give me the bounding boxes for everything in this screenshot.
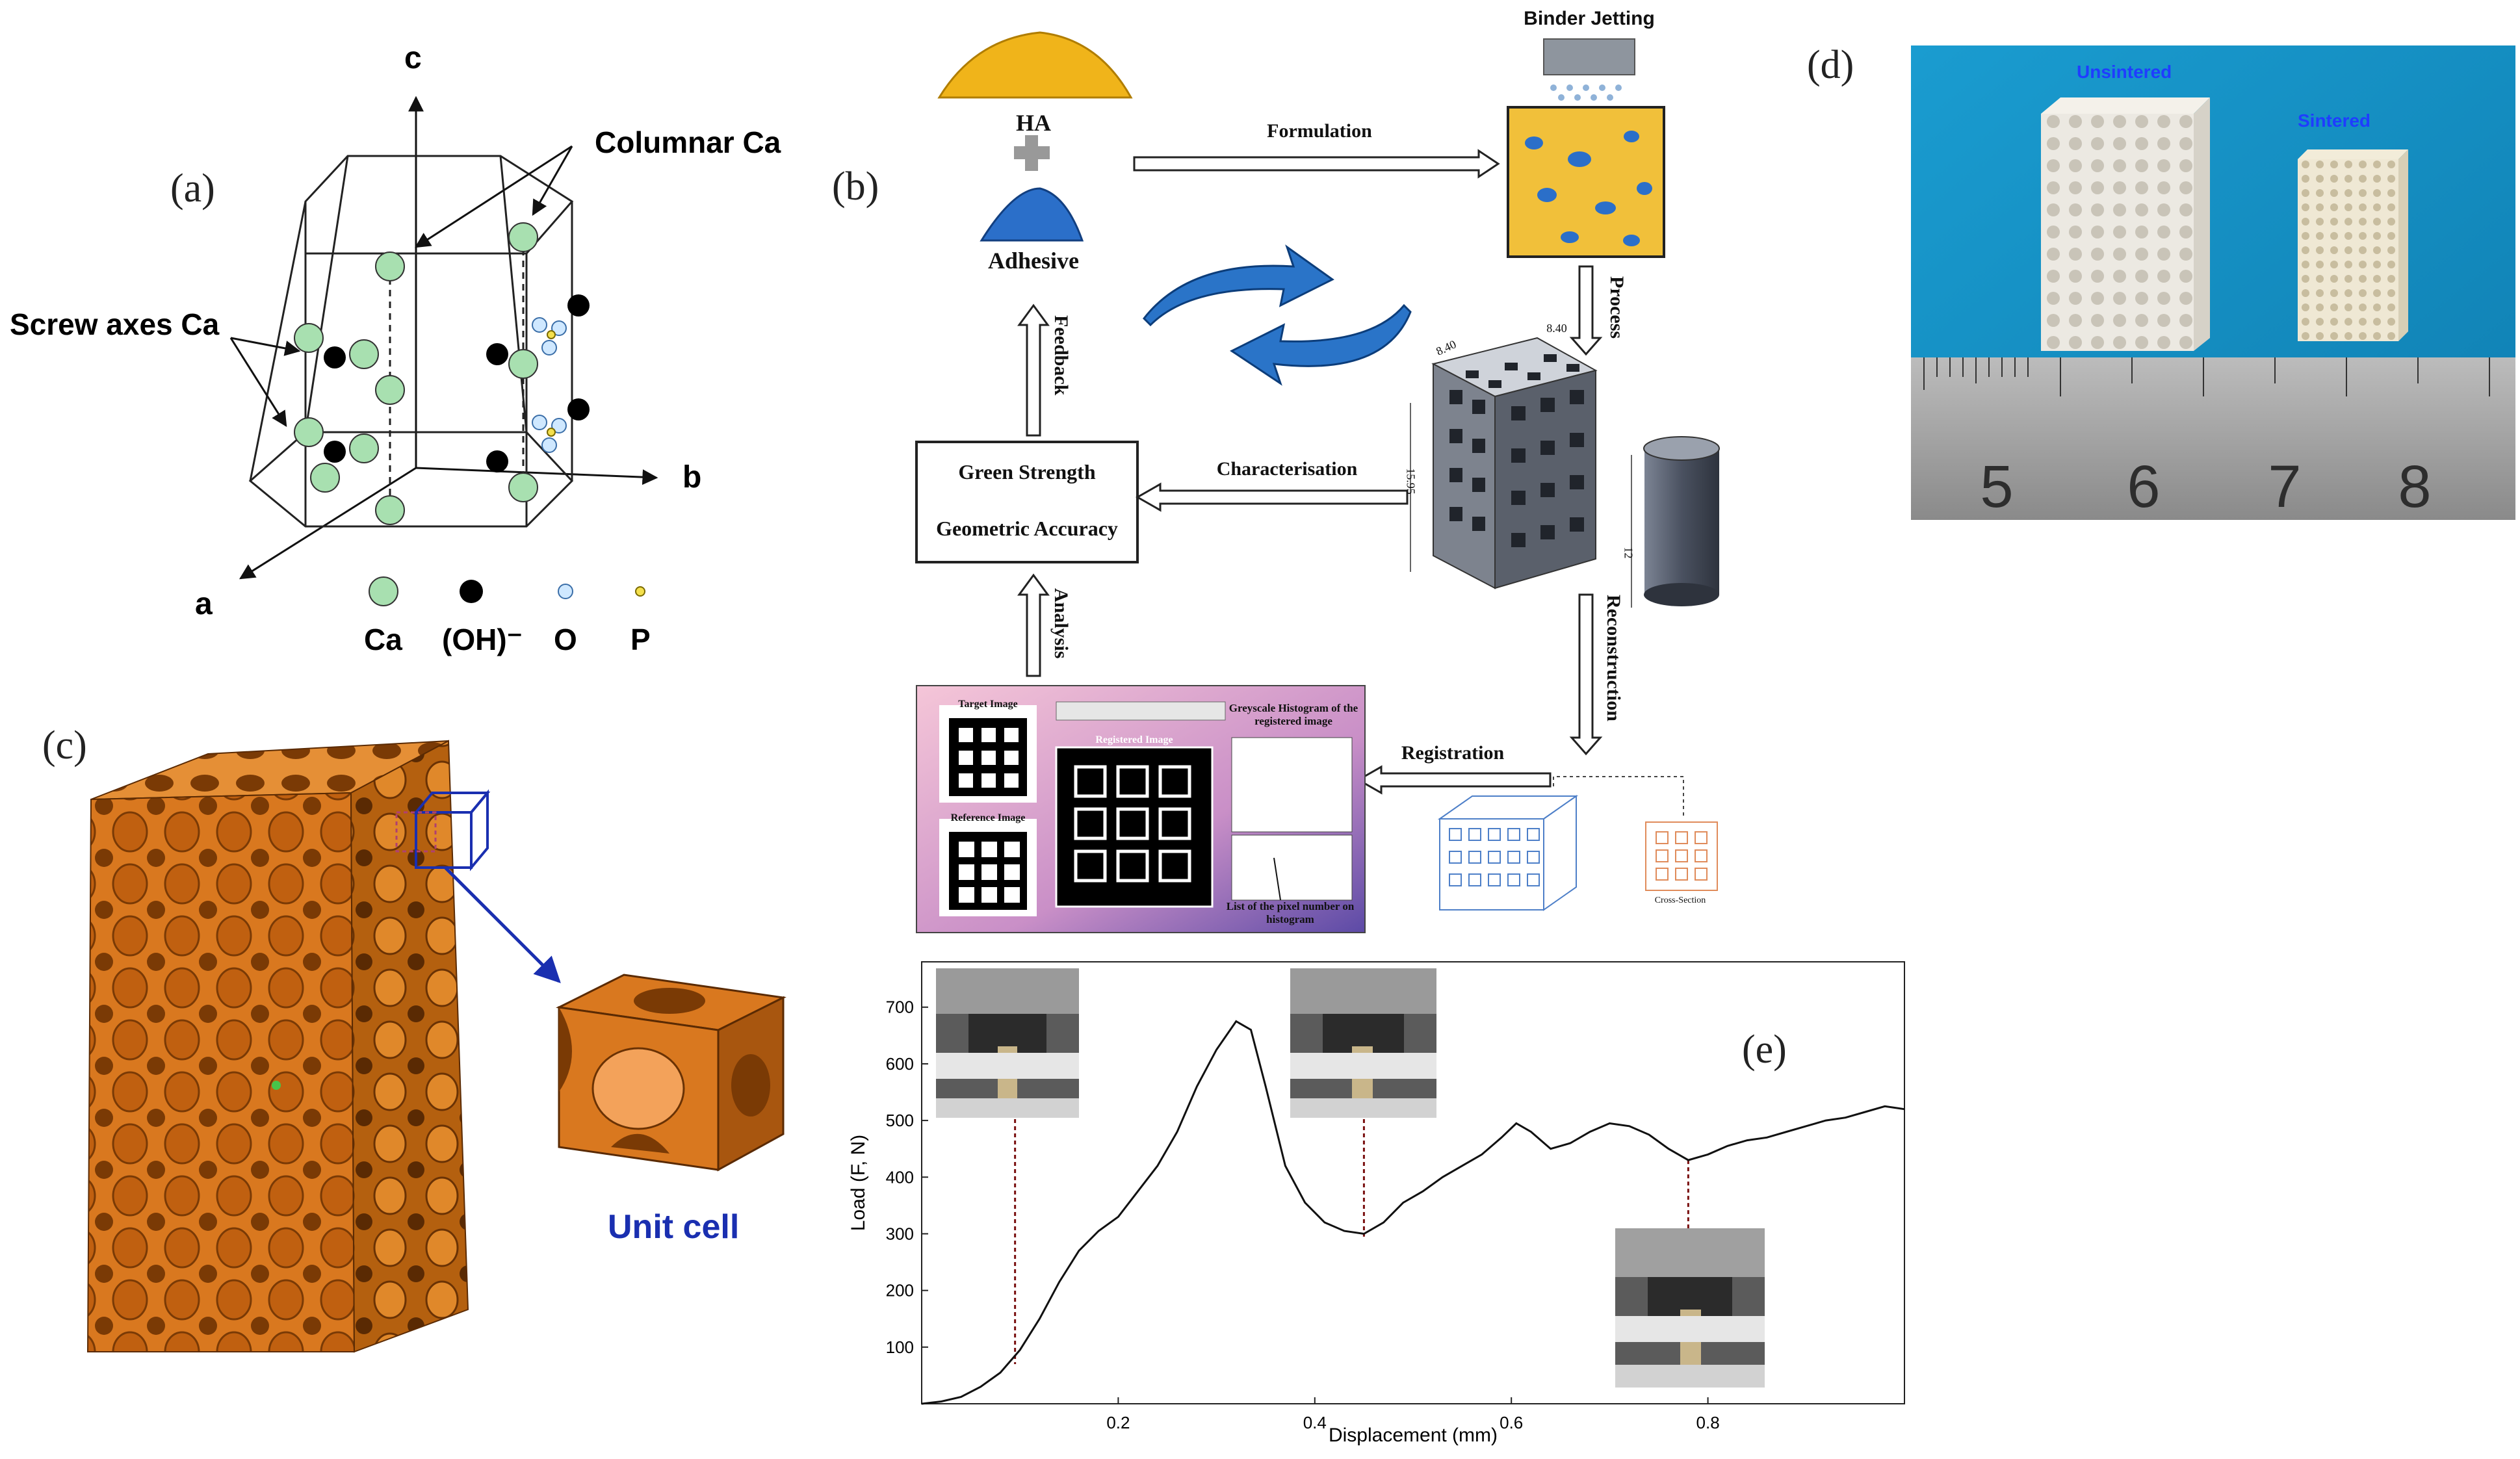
panel-a: (a) xyxy=(0,0,845,682)
unit-cell-model xyxy=(556,974,786,1172)
feedback-label: Feedback xyxy=(1050,315,1072,396)
cross-section-label: Cross-Section xyxy=(1654,896,1706,905)
panel-c-label: (c) xyxy=(42,723,87,768)
legend-oh-label: (OH)⁻ xyxy=(442,623,523,656)
workflow-diagram xyxy=(915,31,1720,933)
ruler-label-7: 7 xyxy=(2268,454,2301,520)
y-tick-label: 500 xyxy=(886,1111,914,1130)
legend: Ca (OH)⁻ O P xyxy=(364,576,651,656)
unit-cell-label: Unit cell xyxy=(608,1208,739,1246)
columnar-ca-label: Columnar Ca xyxy=(595,125,781,159)
inset-photo-3 xyxy=(1615,1228,1765,1388)
x-tick-label: 0.4 xyxy=(1303,1413,1327,1432)
panel-b: (b) xyxy=(825,0,1735,942)
legend-p-swatch xyxy=(635,586,645,597)
crystal-structure-diagram: c b a Columnar Ca Screw axes Ca Ca (OH)⁻… xyxy=(10,41,781,656)
x-axis-title: Displacement (mm) xyxy=(1329,1425,1498,1446)
screw-axes-label: Screw axes Ca xyxy=(10,307,220,341)
ha-powder-icon xyxy=(937,31,1133,99)
sample-photo: 5 6 7 8 xyxy=(1911,45,2515,520)
axis-c-label: c xyxy=(404,41,422,75)
greyscale-histogram-label: Greyscale Histogram of the registered im… xyxy=(1228,702,1358,727)
analysis-label: Analysis xyxy=(1050,588,1072,659)
load-displacement-chart: 0.2 0.4 0.6 0.8 100 200 300 400 500 600 700 xyxy=(848,961,1905,1446)
registered-image-label: Registered Image xyxy=(1095,734,1173,745)
legend-oh-swatch xyxy=(460,580,483,603)
ha-label: HA xyxy=(1016,110,1051,136)
inset-photo-2 xyxy=(1290,968,1436,1118)
y-tick-label: 600 xyxy=(886,1054,914,1074)
lattice-wireframe xyxy=(1437,795,1579,911)
scaffold-model xyxy=(1431,337,1598,589)
reference-image-label: Reference Image xyxy=(950,812,1026,823)
legend-p-label: P xyxy=(630,623,651,656)
panel-d-label: (d) xyxy=(1807,43,1854,87)
geometric-accuracy-label: Geometric Accuracy xyxy=(936,517,1118,540)
panel-a-label: (a) xyxy=(170,166,215,211)
ruler-label-5: 5 xyxy=(1980,454,2013,520)
green-strength-label: Green Strength xyxy=(958,460,1096,484)
x-tick-label: 0.8 xyxy=(1696,1413,1720,1432)
dim-top2: 8.40 xyxy=(1546,322,1567,335)
inset-photo-1 xyxy=(936,968,1079,1118)
x-tick-label: 0.2 xyxy=(1106,1413,1130,1432)
dim-cylinder: 12 xyxy=(1622,547,1635,559)
ruler-label-8: 8 xyxy=(2398,454,2431,520)
y-tick-label: 400 xyxy=(886,1167,914,1187)
unsintered-label: Unsintered xyxy=(2077,62,2172,82)
dim-height: 15.95 xyxy=(1404,468,1418,495)
axis-b-label: b xyxy=(682,460,701,495)
formulation-label: Formulation xyxy=(1267,120,1372,142)
registration-label: Registration xyxy=(1401,742,1505,764)
panel-e: 0.2 0.4 0.6 0.8 100 200 300 400 500 600 700 xyxy=(838,949,1924,1456)
y-axis-title: Load (F, N) xyxy=(848,1135,869,1231)
lattice-block: Unit cell xyxy=(86,740,786,1353)
panel-c: (c) xyxy=(0,702,845,1456)
sintered-label: Sintered xyxy=(2298,110,2371,131)
load-curve xyxy=(921,1020,1905,1405)
target-image-label: Target Image xyxy=(958,699,1018,710)
reconstruction-label: Reconstruction xyxy=(1603,595,1624,721)
y-tick-label: 300 xyxy=(886,1224,914,1243)
y-tick-label: 200 xyxy=(886,1281,914,1300)
panel-e-label: (e) xyxy=(1742,1027,1787,1072)
legend-o-label: O xyxy=(554,623,577,656)
panel-d: (d) xyxy=(1755,0,2520,533)
process-label: Process xyxy=(1606,276,1628,339)
pixel-list-label: List of the pixel number on histogram xyxy=(1226,900,1355,925)
adhesive-label: Adhesive xyxy=(987,248,1079,274)
y-tick-label: 700 xyxy=(886,998,914,1017)
legend-o-swatch xyxy=(558,584,573,599)
y-tick-label: 100 xyxy=(886,1337,914,1357)
legend-ca-swatch xyxy=(369,576,398,606)
characterisation-label: Characterisation xyxy=(1216,458,1358,480)
axis-a-label: a xyxy=(195,587,213,621)
x-tick-label: 0.6 xyxy=(1500,1413,1523,1432)
panel-b-label: (b) xyxy=(832,164,879,209)
ruler-label-6: 6 xyxy=(2127,454,2160,520)
legend-ca-label: Ca xyxy=(364,623,402,656)
binder-jetting-label: Binder Jetting xyxy=(1524,8,1655,29)
